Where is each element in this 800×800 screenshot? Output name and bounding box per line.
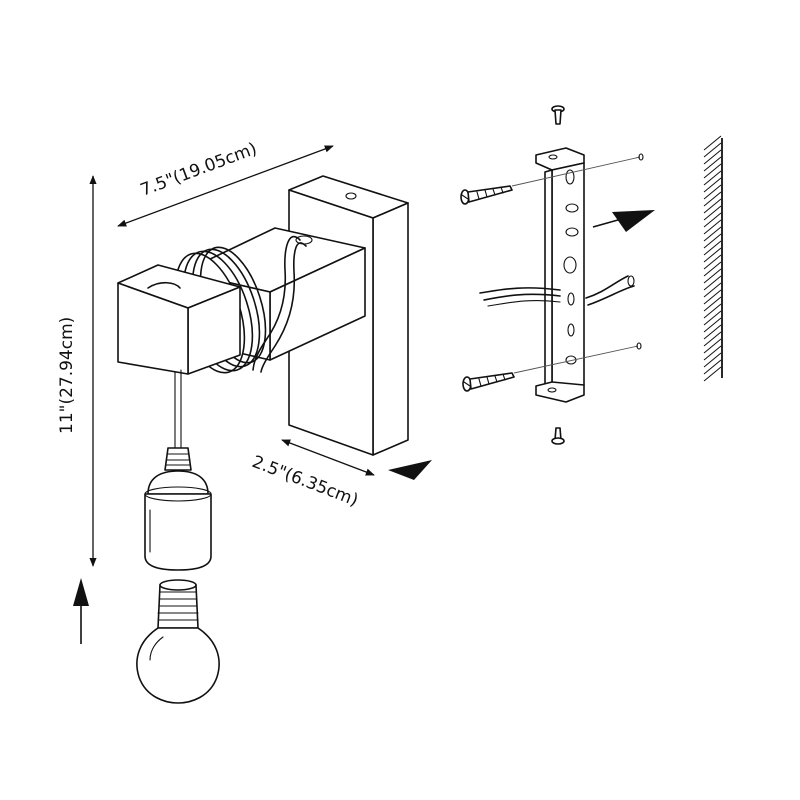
bracket-direction-arrow [592,210,655,232]
screw-guide-lines [511,153,644,374]
backplate-hole [345,192,357,200]
hatch-line [703,296,722,312]
wall-hatching [703,135,722,382]
hatch-line [703,198,722,214]
top-wood-screw-icon [460,185,513,205]
cord-loop [252,236,301,371]
arm-cord-hole [295,235,313,245]
height-label: 11"(27.94cm) [57,317,77,434]
bulb-icon [136,579,220,704]
hatch-line [703,191,722,207]
cord-loop-inner [260,242,307,373]
hatch-line [703,275,722,291]
hatch-line [703,317,722,333]
hatch-line [703,149,722,165]
hatch-line [703,254,722,270]
hatch-line [703,268,722,284]
bottom-small-screw-icon [551,427,565,445]
hatch-line [703,219,722,235]
mains-wires [479,275,635,307]
screw-icon [551,105,565,125]
pendant-cord [174,369,182,449]
hatch-line [703,331,722,347]
hatch-line [703,170,722,186]
cap-notch [147,281,181,289]
arrow-icon [73,578,89,644]
hatch-line [703,324,722,340]
width-label: 7.5"(19.05cm) [138,139,260,201]
backplate-direction-arrow [388,460,432,480]
hatch-line [703,366,722,382]
width-dimension-line [117,145,334,227]
hatch-line [703,240,722,256]
hatch-line [703,212,722,228]
hatch-line [703,359,722,375]
hatch-line [703,163,722,179]
hatch-line [703,247,722,263]
depth-dimension: 2.5"(6.35cm) [249,439,375,511]
height-dimension: 11"(27.94cm) [57,175,97,567]
hatch-line [703,233,722,249]
hatch-line [703,352,722,368]
mounting-bracket [535,147,585,403]
hatch-line [703,303,722,319]
bottom-wood-screw-icon [462,372,515,392]
end-cap-block [117,264,241,375]
hatch-line [703,156,722,172]
depth-dimension-line [281,439,375,476]
hatch-line [703,310,722,326]
hatch-line [703,184,722,200]
hatch-line [703,135,722,151]
hatch-line [703,282,722,298]
wall [703,135,723,382]
hatch-line [703,177,722,193]
depth-label: 2.5"(6.35cm) [249,452,361,511]
hatch-line [703,338,722,354]
socket-holder [144,447,212,571]
hatch-line [703,226,722,242]
hatch-line [703,289,722,305]
hatch-line [703,345,722,361]
hatch-line [703,261,722,277]
hatch-line [703,142,722,158]
hatch-line [703,205,722,221]
